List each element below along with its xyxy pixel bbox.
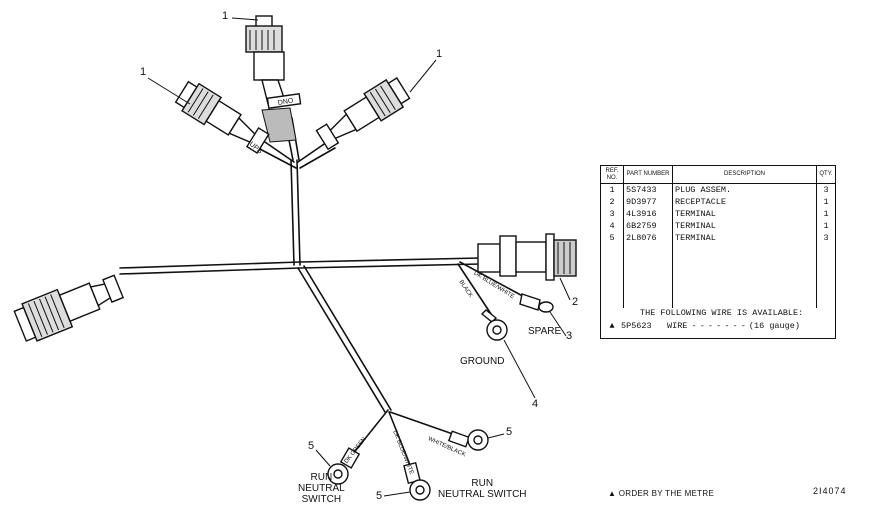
terminal-run-mid bbox=[403, 461, 431, 501]
drawing-number: 2I4074 bbox=[813, 486, 847, 496]
callout-3: 3 bbox=[566, 330, 573, 342]
header-part-number: PART NUMBER bbox=[623, 166, 673, 185]
wire-black bbox=[457, 263, 496, 321]
header-ref: REF. NO. bbox=[601, 166, 624, 185]
callout-1-top: 1 bbox=[222, 10, 229, 22]
label-ground: GROUND bbox=[460, 356, 505, 367]
branch-to-left-plug bbox=[261, 139, 295, 163]
table-row: 5 2L8076 TERMINAL 3 bbox=[601, 232, 835, 245]
label-run-neutral-right: RUN NEUTRAL SWITCH bbox=[438, 478, 527, 500]
leader-1-left bbox=[147, 77, 191, 105]
terminal-run-right bbox=[447, 429, 489, 451]
table-row: 2 9D3977 RECEPTACLE 1 bbox=[601, 196, 835, 209]
plug-left bbox=[174, 80, 270, 154]
label-spare: SPARE bbox=[528, 326, 562, 337]
plug-top bbox=[245, 15, 302, 143]
leader-1-top bbox=[231, 17, 259, 21]
wire-row-part: 5P5623 bbox=[621, 321, 652, 331]
callout-2: 2 bbox=[572, 296, 579, 308]
plug-right bbox=[315, 77, 411, 151]
callout-5-right: 5 bbox=[506, 426, 513, 438]
header-description: DESCRIPTION bbox=[672, 166, 817, 185]
leader-3 bbox=[549, 311, 567, 337]
header-qty: QTY. bbox=[816, 166, 835, 185]
branch-to-receptacle bbox=[119, 257, 481, 269]
table-row: 4 6B2759 TERMINAL 1 bbox=[601, 220, 835, 233]
terminal-spare bbox=[519, 293, 554, 313]
callout-5-mid: 5 bbox=[376, 490, 383, 502]
branch-to-run-switch bbox=[297, 267, 386, 413]
leader-5-left bbox=[315, 449, 331, 467]
wire-row-ref: ▲ bbox=[609, 321, 615, 331]
label-run-neutral-left: RUN NEUTRAL SWITCH bbox=[298, 472, 345, 505]
harness-trunk bbox=[296, 159, 301, 266]
plug-left-lower bbox=[13, 274, 124, 342]
wire-dk-green bbox=[351, 409, 389, 456]
leader-5-right bbox=[487, 433, 505, 439]
callout-1-left: 1 bbox=[140, 66, 147, 78]
wire-row-desc: WIRE bbox=[667, 321, 688, 331]
terminal-run-left bbox=[327, 447, 361, 485]
callout-4: 4 bbox=[532, 398, 539, 410]
leader-2 bbox=[559, 277, 571, 301]
table-row: 3 4L3916 TERMINAL 1 bbox=[601, 208, 835, 221]
receptacle bbox=[477, 233, 577, 281]
footnote: ▲ ORDER BY THE METRE bbox=[608, 489, 715, 498]
leader-1-right bbox=[409, 59, 437, 93]
leader-4 bbox=[503, 339, 536, 399]
parts-table: REF. NO. PART NUMBER DESCRIPTION QTY. 1 … bbox=[600, 165, 836, 339]
table-row: 1 5S7433 PLUG ASSEM. 3 bbox=[601, 183, 835, 197]
leader-5-mid bbox=[383, 491, 411, 497]
terminal-ground bbox=[480, 309, 508, 341]
wire-row-gauge: (16 gauge) bbox=[748, 321, 800, 331]
wire-dk-blue-white-2 bbox=[388, 411, 413, 471]
table-note: THE FOLLOWING WIRE IS AVAILABLE: bbox=[640, 308, 804, 318]
callout-1-right: 1 bbox=[436, 48, 443, 60]
callout-5-left: 5 bbox=[308, 440, 315, 452]
